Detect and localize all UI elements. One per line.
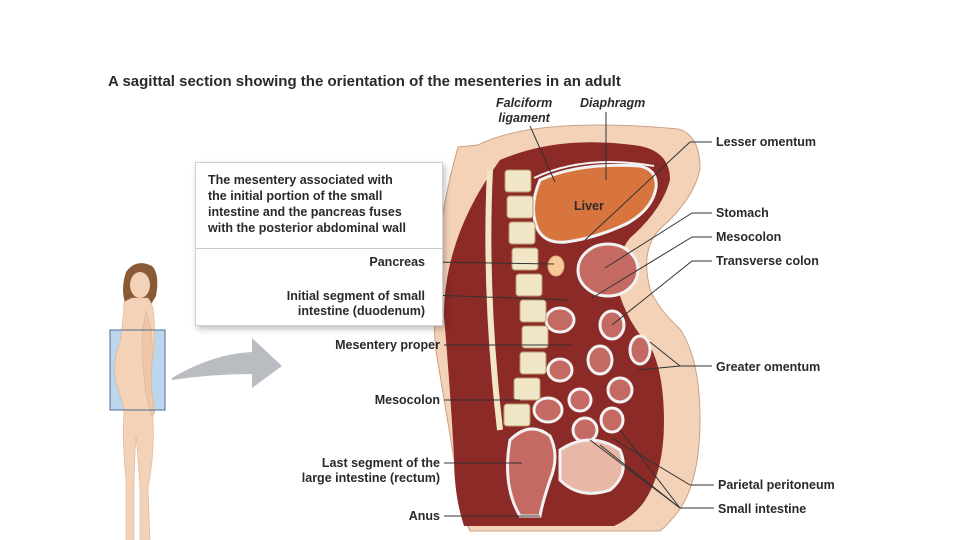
label-duodenum-line: Initial segment of small [286,289,425,303]
callout-divider [196,248,442,249]
sagittal-section [433,124,701,532]
label-parietal-peritoneum: Parietal peritoneum [718,478,835,492]
label-pancreas: Pancreas [369,255,425,269]
label-liver: Liver [574,199,604,213]
callout-box: The mesentery associated with the initia… [195,162,443,326]
label-rectum-line: large intestine (rectum) [301,471,440,485]
label-rectum-line: Last segment of the [321,456,440,470]
pointer-arrow [172,338,282,388]
label-mesocolon-right: Mesocolon [716,230,782,244]
label-mesentery-proper: Mesentery proper [335,338,440,352]
human-figure [109,263,166,540]
label-falciform-ligament: Falciform ligament [496,96,552,126]
label-lesser-omentum: Lesser omentum [716,135,817,149]
label-duodenum: Initial segment of small intestine (duod… [287,289,425,319]
label-mesocolon-left: Mesocolon [374,393,440,407]
callout-note-line: intestine and the pancreas fuses [208,205,402,219]
label-rectum: Last segment of the large intestine (rec… [302,456,440,486]
label-greater-omentum: Greater omentum [716,360,821,374]
label-falciform-line: ligament [498,111,550,125]
label-falciform-line: Falciform [496,96,553,110]
diagram-title: A sagittal section showing the orientati… [108,73,621,90]
label-duodenum-line: intestine (duodenum) [297,304,425,318]
label-diaphragm: Diaphragm [580,96,646,110]
label-anus: Anus [408,509,440,523]
callout-note-line: The mesentery associated with [208,173,393,187]
leader-lines [429,112,714,517]
callout-note-line: the initial portion of the small [208,189,383,203]
label-stomach: Stomach [716,206,769,220]
callout-note: The mesentery associated with the initia… [208,172,406,236]
callout-note-line: with the posterior abdominal wall [208,221,406,235]
label-transverse-colon: Transverse colon [716,254,819,268]
label-small-intestine: Small intestine [718,502,807,516]
